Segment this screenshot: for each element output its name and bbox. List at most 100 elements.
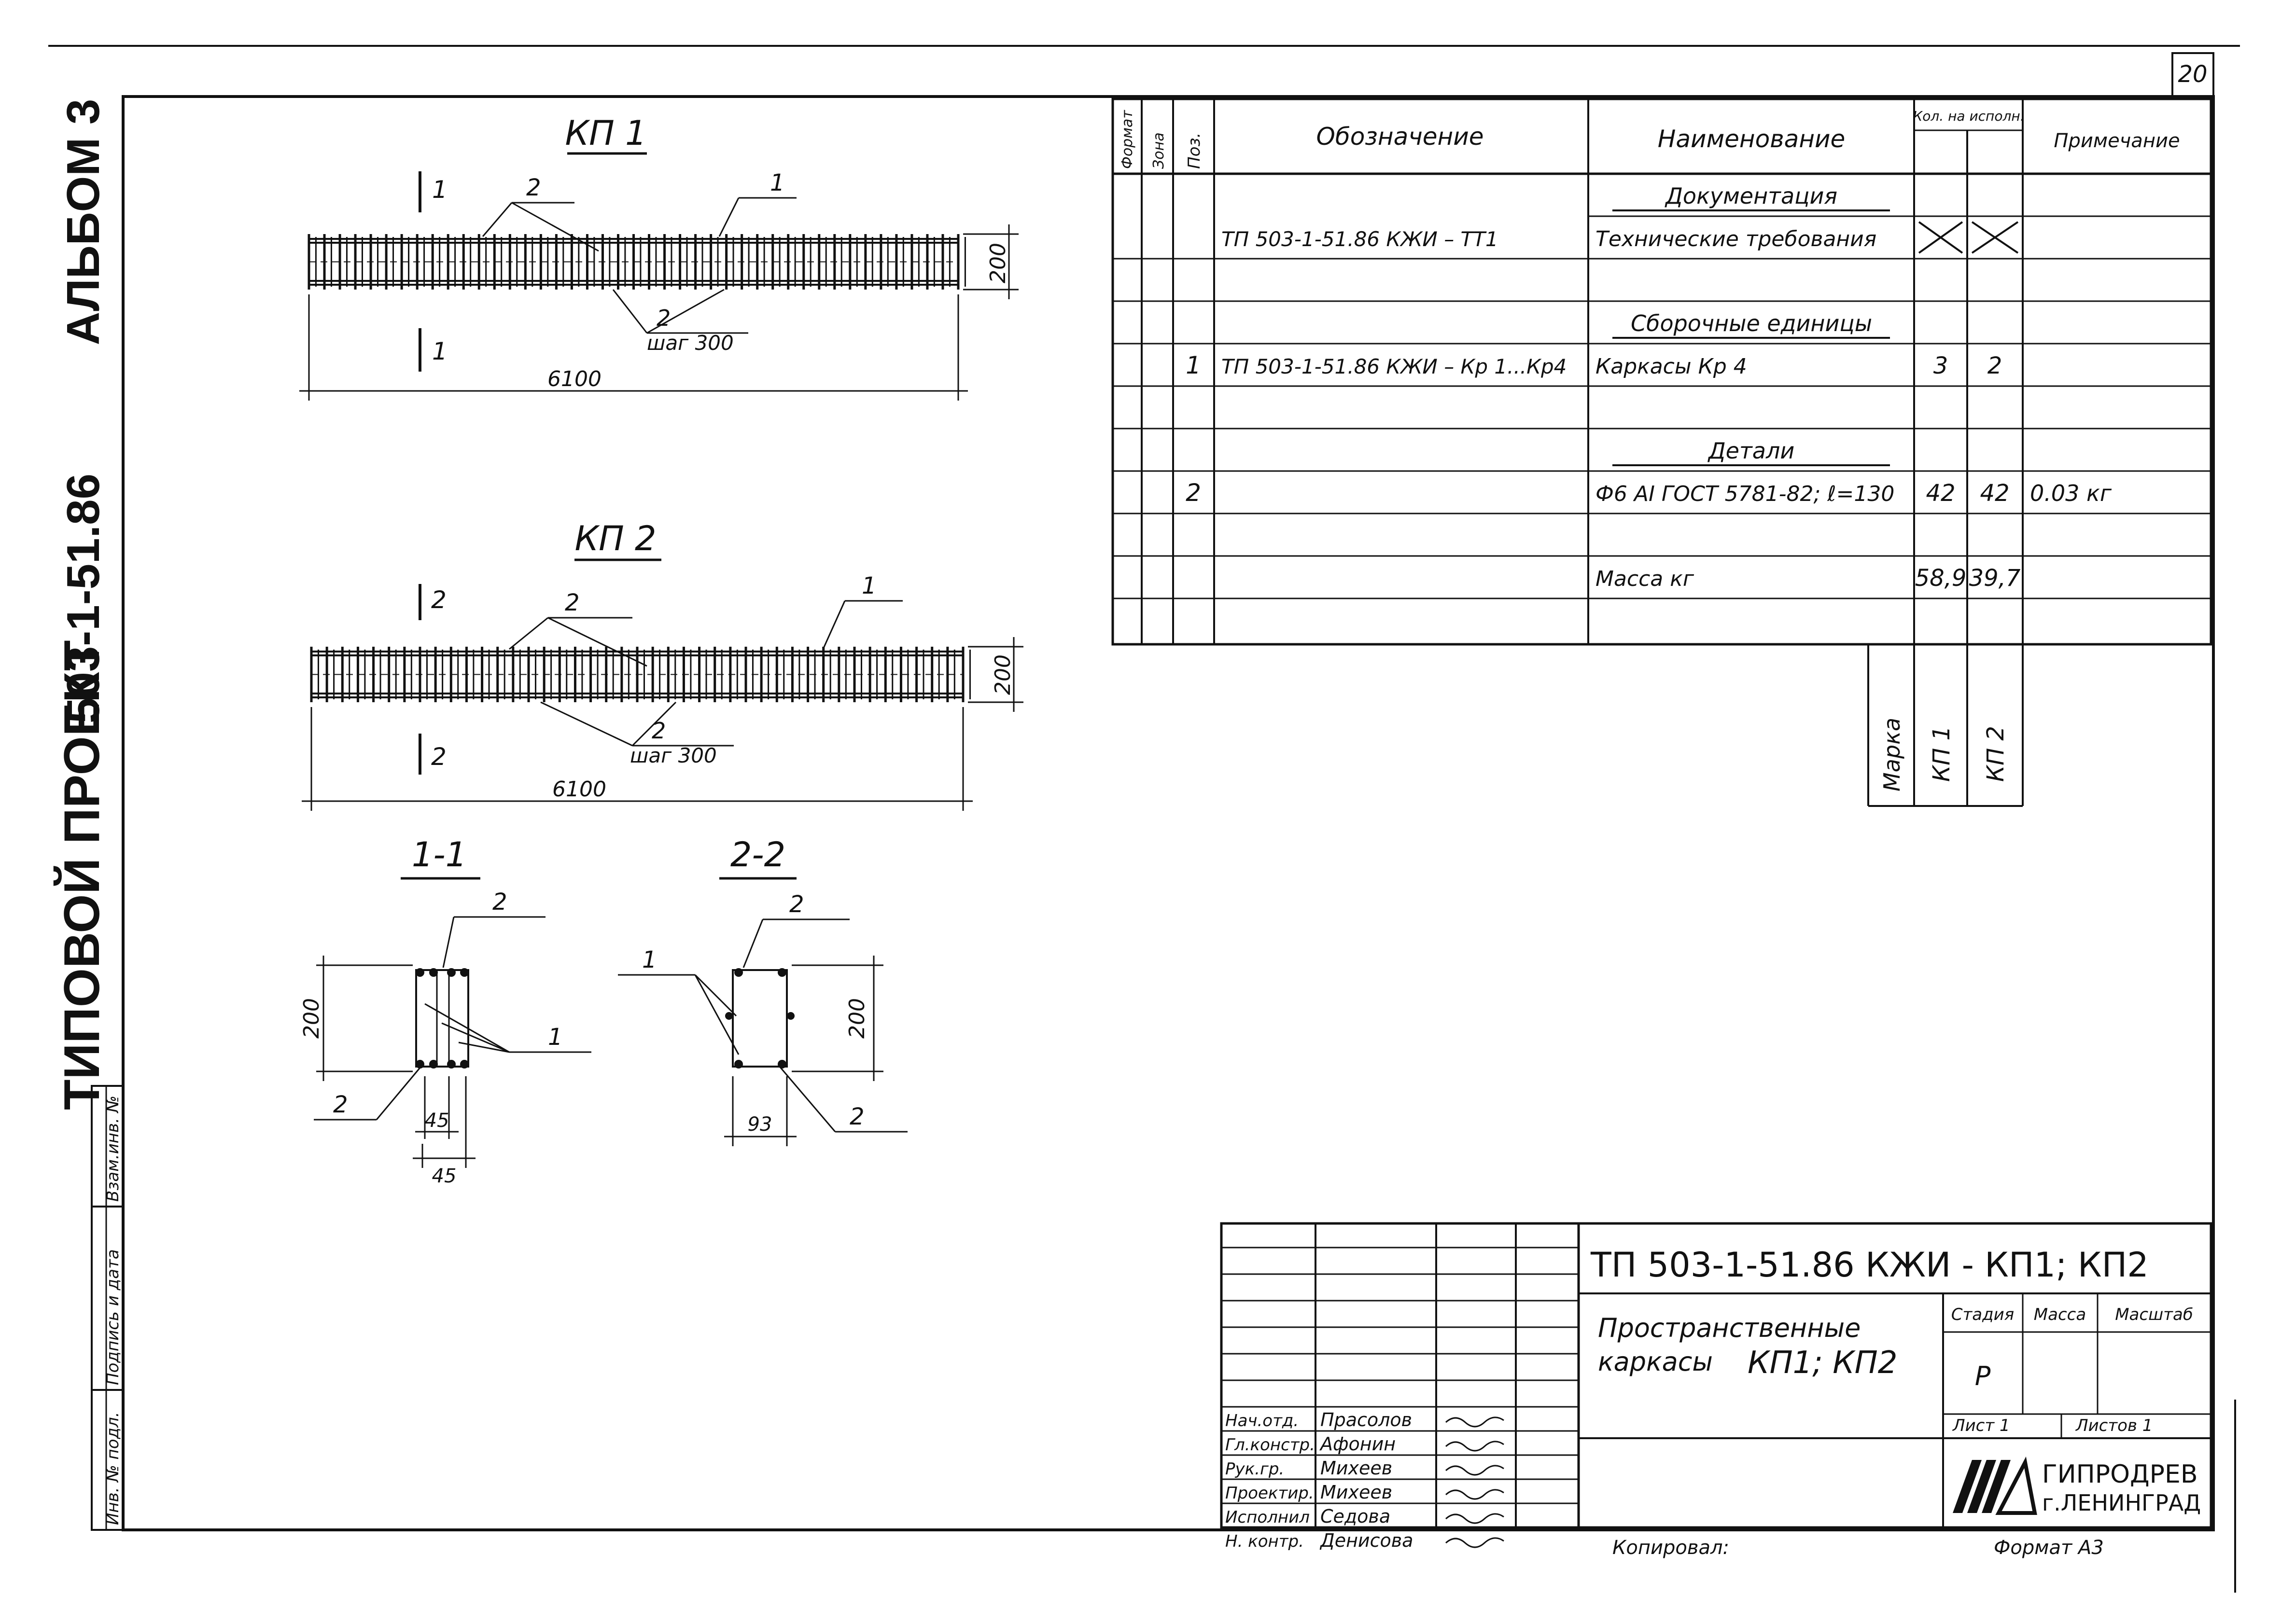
staff-row: Гл.констр.Афонин [1225,1433,1504,1455]
staff-row: Исполнил Седова [1225,1506,1504,1527]
mark-kp2: КП 2 [1982,726,2009,782]
spec-pos: 2 [1186,479,1201,507]
spec-row: 2 Ф6 АI ГОСТ 5781-82; ℓ=130 42 42 0.03 кг [1186,479,2112,507]
staff-row: Нач.отд. Прасолов [1225,1409,1504,1430]
spec-designation: ТП 503-1-51.86 КЖИ – ТТ1 [1221,227,1498,251]
kp2-callout-2-bottom: 2 [652,718,666,744]
org-logo-icon [1953,1456,2037,1515]
side-title-code: 503-1-51.86 [57,473,109,723]
side-title: ТИПОВОЙ ПРОЕКТ 503-1-51.86 АЛЬБОМ 3 [54,99,110,1110]
kp2-cage [310,647,971,702]
mass-label: Масса [2034,1305,2086,1324]
sec1-callout-top: 2 [492,888,507,916]
side-stamp-signature: Подпись и дата [103,1249,123,1385]
sec2-height-dim: 200 [845,998,869,1039]
section-1-1: 1-1 200 2 1 2 45 45 [299,835,591,1187]
sec1-height-dim: 200 [299,998,324,1039]
signature-icon [1445,1537,1504,1548]
sec1-callout-right: 1 [548,1024,563,1051]
spec-qty-kp2: 42 [1980,480,2009,507]
hdr-format: Формат [1119,110,1136,169]
kp2-section-mark-top: 2 [431,586,447,614]
view-kp2: КП 2 200 6100 2 2 2 1 2 шаг 300 [302,519,1023,811]
staff-name: Седова [1320,1506,1390,1527]
spec-qty-kp1: 42 [1926,480,1955,507]
side-stamp: Инв. № подл. Подпись и дата Взам.инв. № [91,1085,124,1531]
spec-section-title: Документация [1665,183,1837,209]
staff-role: Н. контр. [1225,1532,1304,1551]
staff-name: Афонин [1319,1433,1396,1455]
signature-icon [1445,1489,1504,1500]
spec-row: Детали [1612,438,1890,466]
doc-code: ТП 503-1-51.86 КЖИ - КП1; КП2 [1590,1245,2149,1285]
title-line1: Пространственные [1598,1313,1861,1343]
spec-designation: ТП 503-1-51.86 КЖИ – Кр 1...Кр4 [1221,355,1567,378]
mark-kp1: КП 1 [1928,726,1955,782]
hdr-name: Наименование [1658,125,1846,153]
hdr-designation: Обозначение [1316,123,1484,151]
sec1-title: 1-1 [412,835,467,874]
staff-role: Рук.гр. [1225,1459,1284,1479]
sec2-title: 2-2 [730,835,785,874]
org-line2: г.ЛЕНИНГРАД [2042,1490,2201,1516]
cross-mark [1971,221,2019,254]
kp2-height-dim: 200 [991,654,1015,695]
hdr-pos: Поз. [1185,133,1204,169]
kp2-pitch: шаг 300 [630,744,717,767]
staff-row: Н. контр.Денисова [1225,1530,1504,1551]
cross-mark [1918,221,1963,254]
section-2-2: 2-2 200 2 1 2 93 [618,835,908,1146]
spec-name: Ф6 АI ГОСТ 5781-82; ℓ=130 [1595,482,1894,506]
kp1-height-dim: 200 [986,243,1010,283]
spec-row: ТП 503-1-51.86 КЖИ – ТТ1 Технические треб… [1221,221,2019,254]
spec-note: 0.03 кг [2030,480,2112,506]
hdr-zone: Зона [1150,132,1167,169]
hdr-qty: Кол. на исполн. [1913,108,2024,124]
spec-qty-kp1: 58,9 [1915,565,1967,592]
kp1-section-mark-top: 1 [432,176,448,204]
mark-label: Марка [1879,718,1905,791]
side-stamp-replaced: Взам.инв. № [103,1096,123,1202]
kp1-callout-2-top: 2 [526,174,541,201]
spec-section-title: Сборочные единицы [1631,310,1872,336]
org-line1: ГИПРОДРЕВ [2042,1460,2198,1489]
kp1-pitch: шаг 300 [647,331,734,355]
kp2-callout-2-top: 2 [565,589,580,616]
spec-rows: Документация ТП 503-1-51.86 КЖИ – ТТ1 Техн… [1186,183,2112,592]
format-label: Формат А3 [1994,1537,2104,1559]
staff-name: Михеев [1320,1457,1392,1479]
kp1-callout-2-bottom: 2 [657,305,671,331]
kp1-cage [308,234,966,290]
spec-section-title: Детали [1707,438,1795,464]
signature-icon [1445,1513,1504,1524]
spec-name: Технические требования [1595,227,1876,251]
staff-row: Проектир.Михеев [1225,1482,1504,1503]
signature-icon [1445,1416,1504,1428]
sec2-dim-a: 93 [748,1113,772,1136]
spec-row: Документация [1612,183,1890,211]
scale-label: Масштаб [2115,1305,2193,1324]
stage-value: Р [1975,1361,1991,1391]
side-stamp-inv: Инв. № подл. [103,1412,123,1525]
kp2-section-mark-bottom: 2 [431,743,447,771]
sheet-frame [48,45,2240,1593]
staff-role: Исполнил [1225,1508,1310,1527]
spec-table: Формат Зона Поз. Обозначение Наименовани… [1111,97,2212,807]
sec2-callout-left: 1 [642,946,657,973]
sec2-callout-right: 2 [850,1103,865,1130]
staff-name: Михеев [1320,1482,1392,1503]
sec1-callout-left: 2 [333,1091,348,1118]
side-title-project: ТИПОВОЙ ПРОЕКТ [54,640,110,1110]
spec-qty-kp2: 39,7 [1969,565,2021,592]
staff-role: Нач.отд. [1225,1411,1299,1430]
spec-pos: 1 [1186,351,1201,379]
sec1-dim-a: 45 [425,1110,449,1132]
staff-name: Прасолов [1320,1409,1412,1430]
staff-row: Рук.гр. Михеев [1225,1457,1504,1479]
signature-icon [1445,1441,1504,1452]
